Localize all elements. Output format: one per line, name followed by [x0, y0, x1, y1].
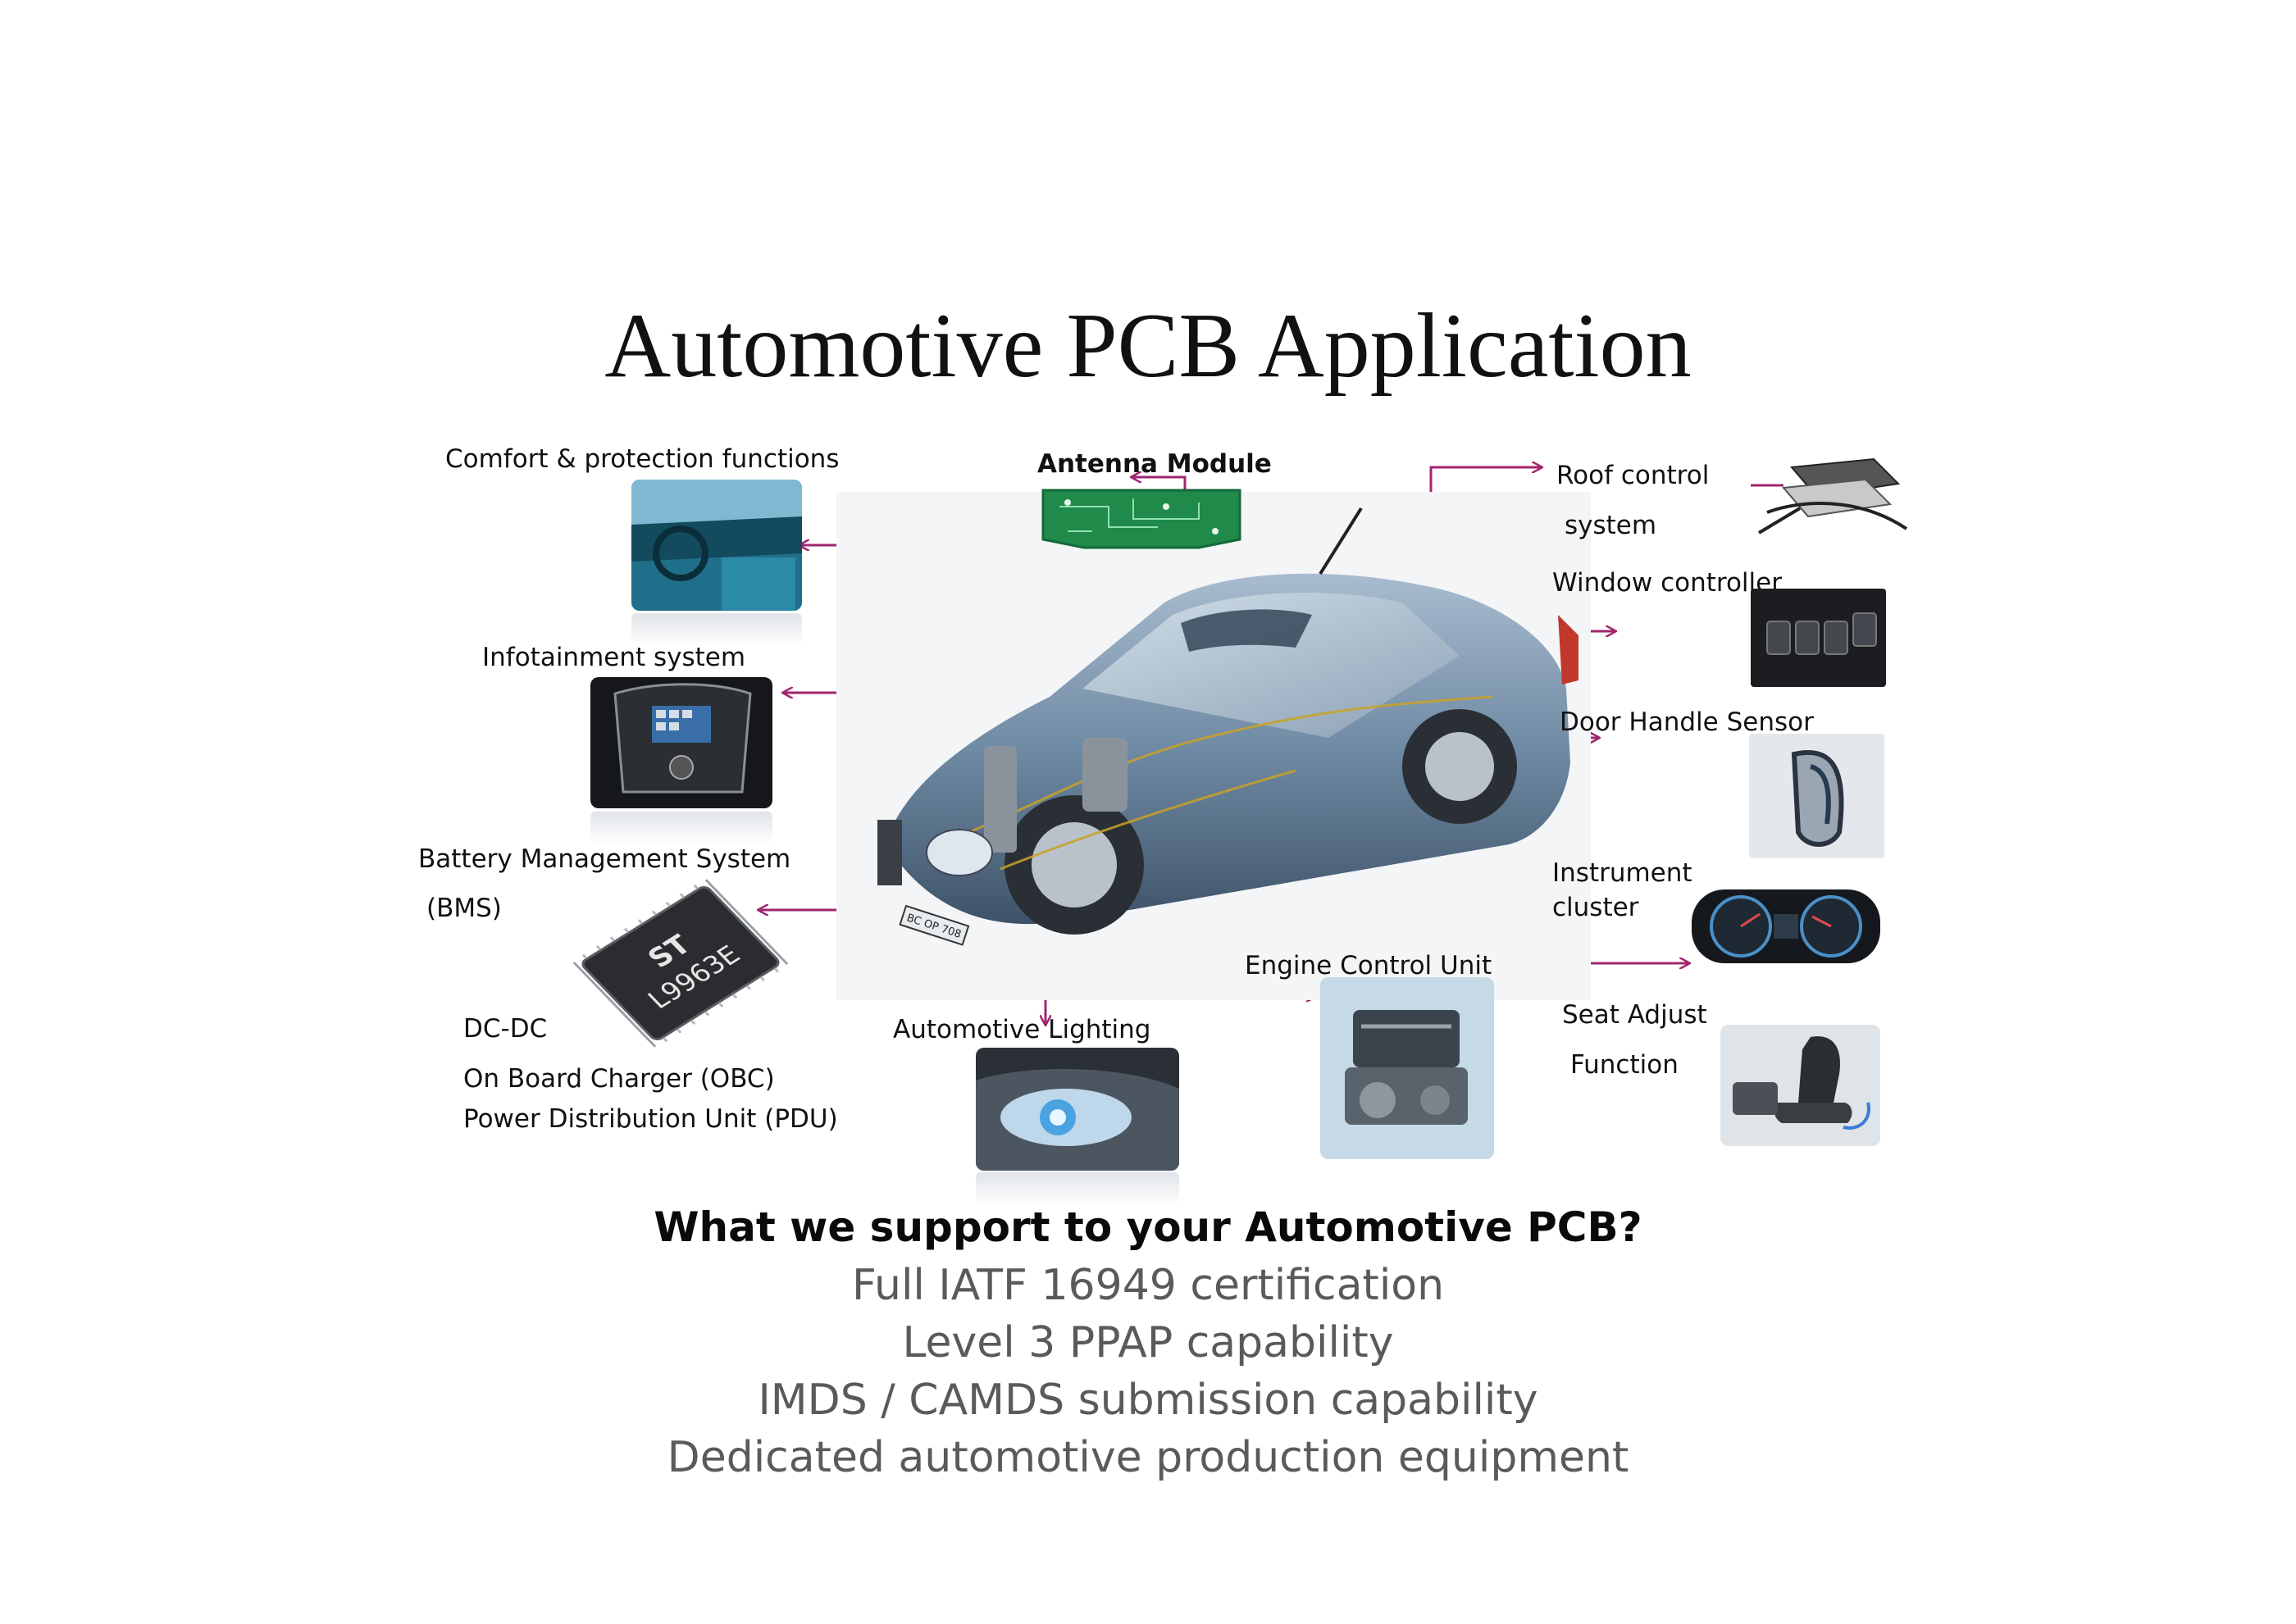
label-seat-2: Function	[1570, 1050, 1679, 1080]
label-door: Door Handle Sensor	[1560, 707, 1814, 737]
label-antenna: Antenna Module	[1037, 449, 1272, 479]
headlight-icon	[976, 1048, 1179, 1171]
dashboard-screen-icon	[590, 677, 772, 808]
lighting-thumbnail	[976, 1048, 1179, 1171]
label-bms-1: Battery Management System	[418, 844, 791, 874]
label-roof-2: system	[1565, 511, 1657, 540]
door-thumbnail	[1749, 734, 1884, 858]
label-seat-1: Seat Adjust	[1562, 1000, 1707, 1030]
seat-thumbnail	[1720, 1025, 1880, 1146]
support-item-iatf: Full IATF 16949 certification	[851, 1261, 1445, 1310]
bms-chip-icon: ST L9963E	[572, 879, 789, 1048]
instrument-cluster-icon	[1692, 889, 1880, 963]
label-pdu: Power Distribution Unit (PDU)	[463, 1104, 838, 1134]
label-bms-2: (BMS)	[426, 894, 502, 923]
comfort-thumbnail	[631, 480, 802, 611]
antenna-pcb-icon	[1041, 489, 1241, 549]
label-roof-1: Roof control	[1556, 461, 1710, 490]
label-ecu: Engine Control Unit	[1245, 951, 1492, 980]
car-illustration: BC OP 708	[836, 492, 1591, 1000]
car-interior-icon	[631, 480, 802, 611]
support-item-ppap: Level 3 PPAP capability	[902, 1318, 1394, 1367]
door-handle-icon	[1749, 734, 1884, 858]
roof-module-icon	[1751, 457, 1908, 535]
ecu-thumbnail	[1320, 977, 1494, 1159]
infotainment-thumbnail	[590, 677, 772, 808]
support-heading: What we support to your Automotive PCB?	[654, 1203, 1642, 1251]
support-item-imds: IMDS / CAMDS submission capability	[758, 1376, 1538, 1425]
window-switch-icon	[1751, 589, 1886, 687]
label-obc: On Board Charger (OBC)	[463, 1064, 775, 1094]
label-infotainment: Infotainment system	[482, 643, 746, 672]
car-seat-icon	[1720, 1025, 1880, 1146]
label-comfort: Comfort & protection functions	[445, 444, 840, 474]
page-title: Automotive PCB Application	[604, 295, 1692, 397]
label-instrument-2: cluster	[1552, 893, 1639, 922]
support-item-equipment: Dedicated automotive production equipmen…	[667, 1433, 1629, 1482]
engine-icon	[1320, 977, 1494, 1159]
window-thumbnail	[1751, 589, 1886, 687]
label-instrument-1: Instrument	[1552, 858, 1692, 888]
label-dcdc: DC-DC	[463, 1014, 548, 1044]
label-window: Window controller	[1552, 568, 1782, 598]
label-lighting: Automotive Lighting	[893, 1015, 1151, 1044]
